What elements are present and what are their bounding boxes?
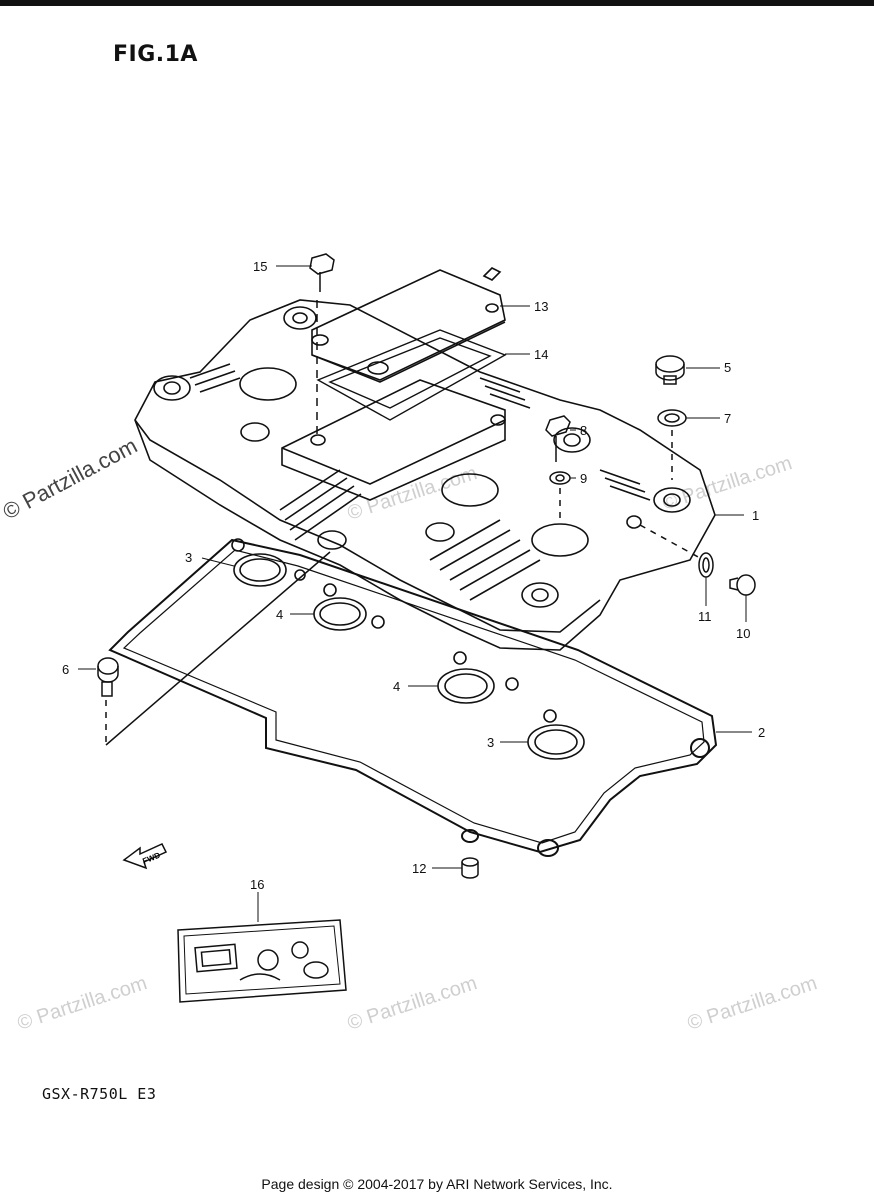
callout-label: 6: [62, 662, 69, 677]
bolt-10: [729, 574, 756, 596]
plug-hole-gasket-4: [313, 583, 385, 631]
o-ring-11: [639, 524, 714, 578]
breather-cover: [311, 267, 506, 383]
callout-label: 2: [758, 725, 765, 740]
callout-label: 12: [412, 861, 426, 876]
watermark-text: © Partzilla.com: [660, 452, 795, 515]
dowel-pin-12: [461, 857, 479, 879]
plug-hole-gasket-4: [437, 651, 519, 704]
watermark-text: © Partzilla.com: [15, 972, 150, 1035]
callout-label: 3: [185, 550, 192, 565]
breather-cover-gasket: [316, 329, 507, 421]
callout-label: 14: [534, 347, 548, 362]
plug-hole-gasket-3: [231, 538, 306, 587]
top-border: [0, 0, 874, 6]
bolt-15: [309, 253, 335, 440]
callout-label: 8: [580, 423, 587, 438]
plug-hole-gasket-3: [527, 709, 585, 760]
cylinder-head-cover: [134, 299, 716, 651]
callout-label: 13: [534, 299, 548, 314]
callout-label: 16: [250, 877, 264, 892]
gasket-set-16: [177, 919, 347, 1003]
cylinder-head-cover-gasket: [108, 538, 718, 857]
callout-label: 4: [393, 679, 400, 694]
page-footer: Page design © 2004-2017 by ARI Network S…: [261, 1176, 613, 1192]
callout-label: 3: [487, 735, 494, 750]
callout-label: 7: [724, 411, 731, 426]
watermarks: © Partzilla.com © Partzilla.com © Partzi…: [0, 433, 820, 1035]
callout-label: 15: [253, 259, 267, 274]
breather-plate: [281, 379, 506, 501]
watermark-text: © Partzilla.com: [685, 972, 820, 1035]
callout-label: 9: [580, 471, 587, 486]
bolt-6: [97, 551, 331, 746]
callout-label: 1: [752, 508, 759, 523]
callouts: 15 13 14 5 7 8 9 1 3 4 11 10 6 4 2 3 12 …: [62, 259, 765, 892]
callout-label: 4: [276, 607, 283, 622]
watermark-text: © Partzilla.com: [0, 433, 141, 525]
bolt-8: [545, 415, 571, 462]
cap-bolt-5: [655, 355, 685, 385]
callout-label: 5: [724, 360, 731, 375]
watermark-text: © Partzilla.com: [345, 972, 480, 1035]
callout-label: 11: [698, 609, 712, 624]
model-code: GSX-R750L E3: [42, 1085, 157, 1103]
leader-lines: [78, 265, 752, 922]
washer-9: [549, 471, 571, 520]
callout-label: 10: [736, 626, 750, 641]
forward-arrow-icon: FWD: [122, 843, 168, 870]
figure-title: FIG.1A: [113, 42, 198, 67]
watermark-text: © Partzilla.com: [345, 462, 480, 525]
